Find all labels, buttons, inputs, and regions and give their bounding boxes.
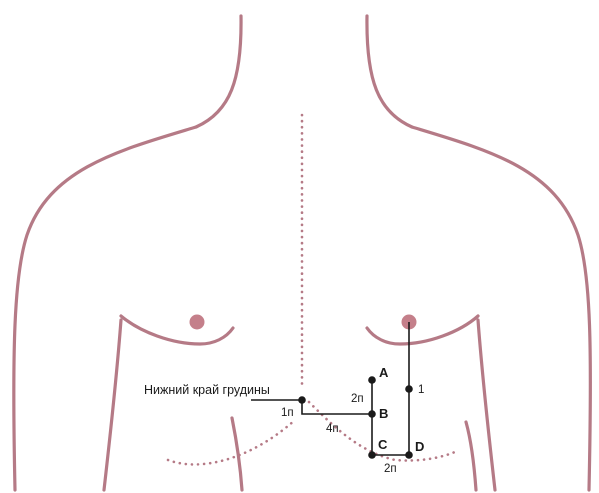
right-lower-chest-line [466,422,476,490]
neck-right-line [367,16,412,127]
point-1-marker [405,385,413,393]
right-pectoral-line [367,316,478,344]
neck-left-line [196,16,241,127]
point-a [368,376,376,384]
point-b-label: B [379,406,388,421]
measure-horizontal-label: 4п [326,423,339,435]
left-shoulder-arm [14,127,196,490]
point-c [368,451,376,459]
point-d-label: D [415,439,424,454]
xiphoid-point [298,396,306,404]
left-armpit-line [104,320,121,490]
right-armpit-line [478,320,495,490]
left-costal-margin [168,420,295,464]
left-pectoral-line [121,316,233,344]
measure-vertical-right-label: 1 [418,384,424,396]
left-lower-chest-line [232,418,242,490]
point-d [405,451,413,459]
xiphoid-caption: Нижний край грудины [144,383,270,397]
point-a-label: A [379,365,389,380]
left-nipple [190,315,205,330]
measure-ab-label: 2п [351,393,364,405]
point-c-label: C [378,437,388,452]
right-shoulder-arm [412,127,590,490]
measure-cd-label: 2п [384,463,397,475]
point-b [368,410,376,418]
measure-xiphoid-offset-label: 1п [281,407,294,419]
